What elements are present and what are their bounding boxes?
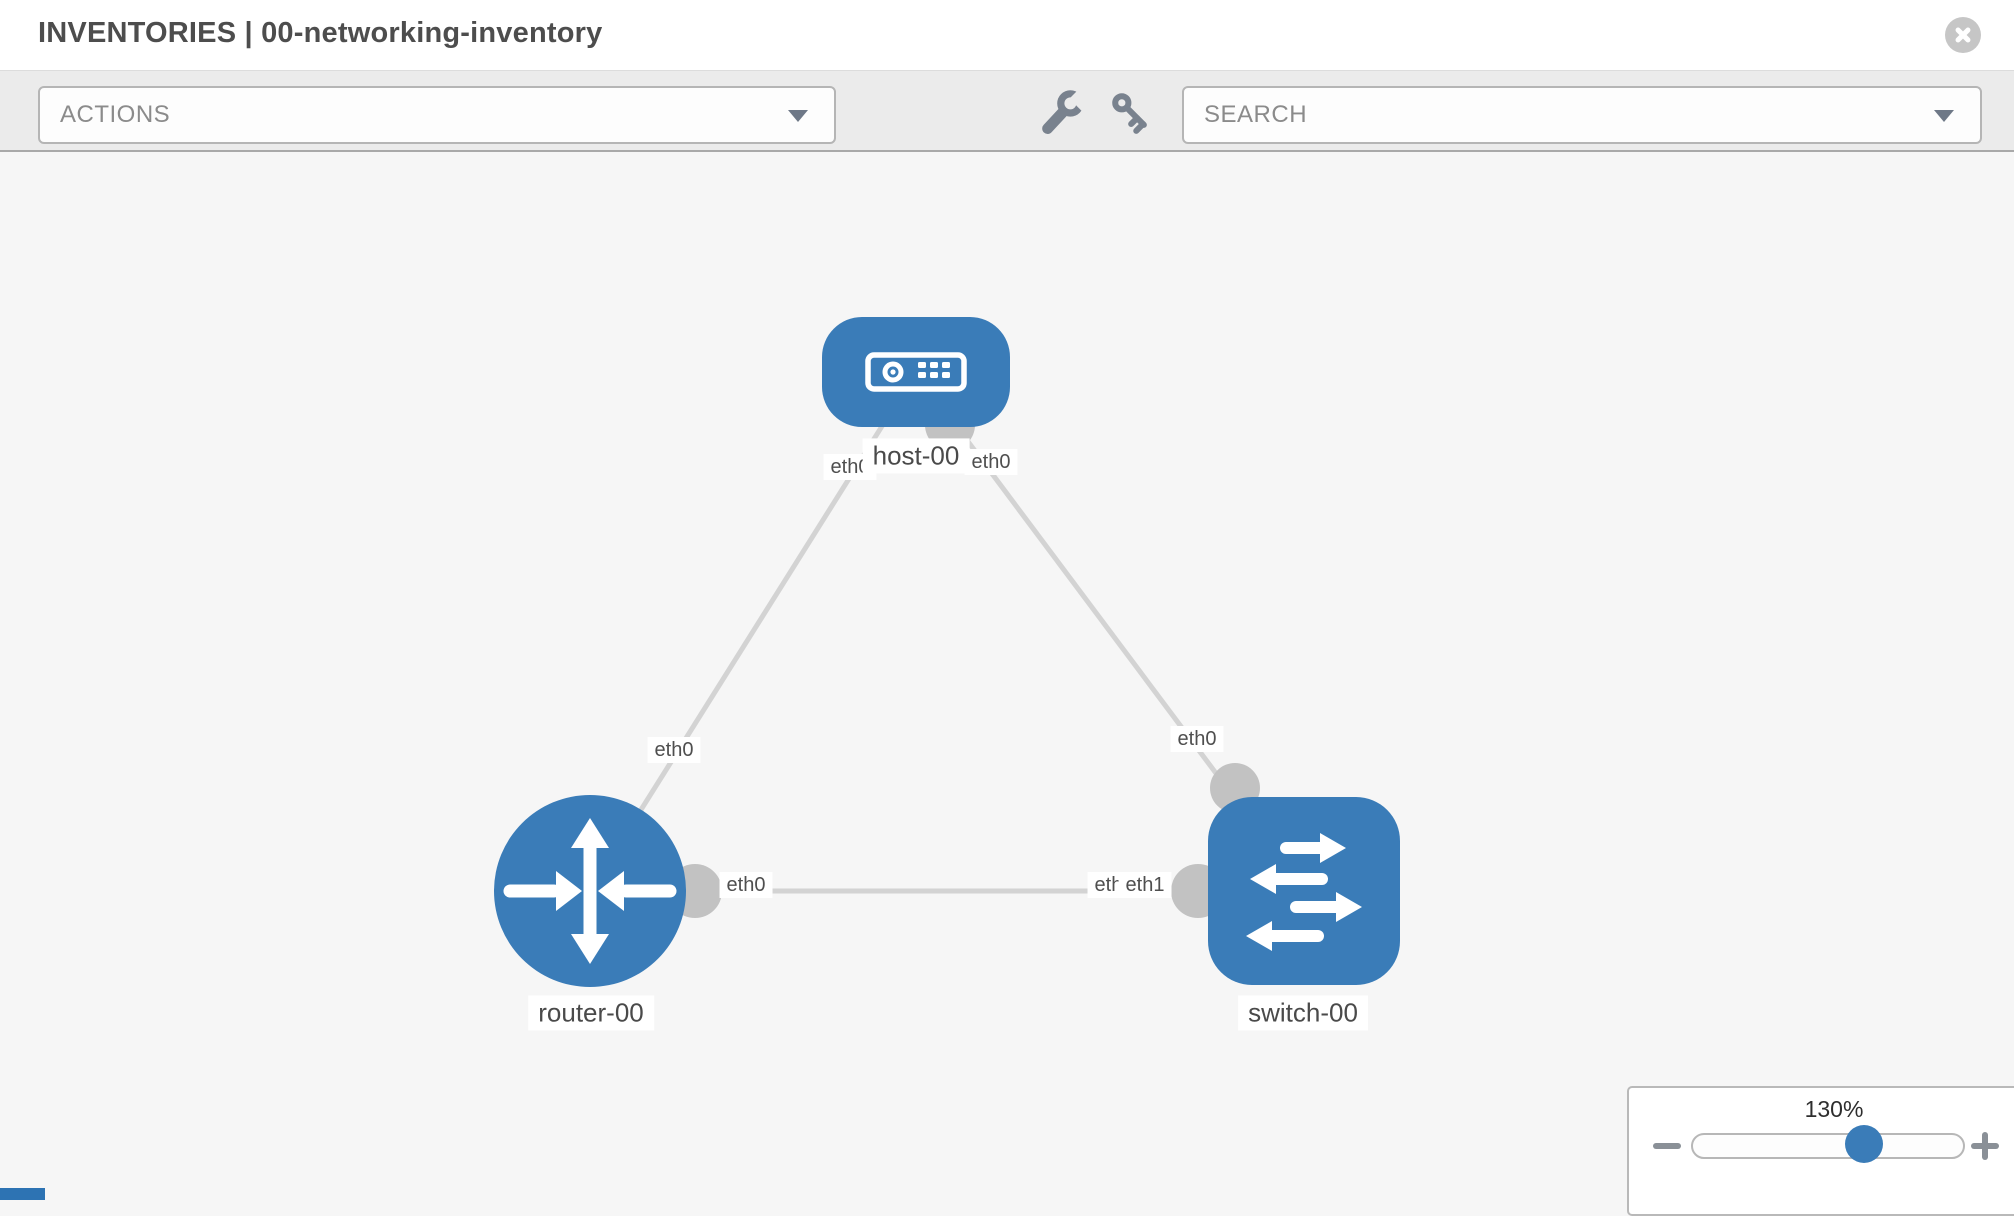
node-label-host: host-00 <box>862 438 970 474</box>
page-title: INVENTORIES | 00-networking-inventory <box>38 17 603 49</box>
zoom-slider-thumb[interactable] <box>1845 1125 1883 1163</box>
credentials-tool-button[interactable] <box>1108 89 1156 137</box>
panel-header: INVENTORIES | 00-networking-inventory <box>0 0 2014 71</box>
node-label-switch: switch-00 <box>1238 995 1368 1031</box>
close-button[interactable] <box>1945 17 1981 53</box>
search-dropdown[interactable]: SEARCH <box>1182 86 1982 144</box>
node-switch-00[interactable] <box>1208 797 1400 985</box>
minus-icon <box>1653 1143 1681 1149</box>
interface-label-router-eth0: eth0 <box>719 872 773 898</box>
interface-label-switch-eth1: eth1 <box>1118 872 1172 898</box>
zoom-panel: 130% <box>1627 1086 2014 1216</box>
zoom-level: 130% <box>1804 1096 1864 1122</box>
host-icon <box>865 352 967 392</box>
router-icon <box>503 818 677 964</box>
zoom-out-button[interactable] <box>1651 1130 1683 1162</box>
wrench-icon <box>1042 89 1092 134</box>
key-icon <box>1112 93 1147 134</box>
interface-label-router-eth0-uplink: eth0 <box>647 737 701 763</box>
footer-accent-strip <box>0 1188 45 1200</box>
node-host-00[interactable] <box>822 317 1010 427</box>
actions-dropdown-value: ACTIONS <box>60 101 171 128</box>
search-dropdown-placeholder: SEARCH <box>1204 101 1308 128</box>
interface-label-host-eth0-right: eth0 <box>964 449 1018 475</box>
zoom-in-button[interactable] <box>1969 1130 2001 1162</box>
configure-tool-button[interactable] <box>1038 89 1092 137</box>
node-label-router: router-00 <box>528 995 654 1031</box>
toolbar: ACTIONS SEARCH <box>0 71 2014 152</box>
switch-icon <box>1246 833 1362 951</box>
chevron-down-icon <box>788 110 808 122</box>
node-router-00[interactable] <box>494 795 686 987</box>
chevron-down-icon <box>1934 110 1954 122</box>
interface-label-switch-eth0-uplink: eth0 <box>1170 726 1224 752</box>
zoom-slider-track[interactable] <box>1691 1133 1965 1159</box>
actions-dropdown[interactable]: ACTIONS <box>38 86 836 144</box>
